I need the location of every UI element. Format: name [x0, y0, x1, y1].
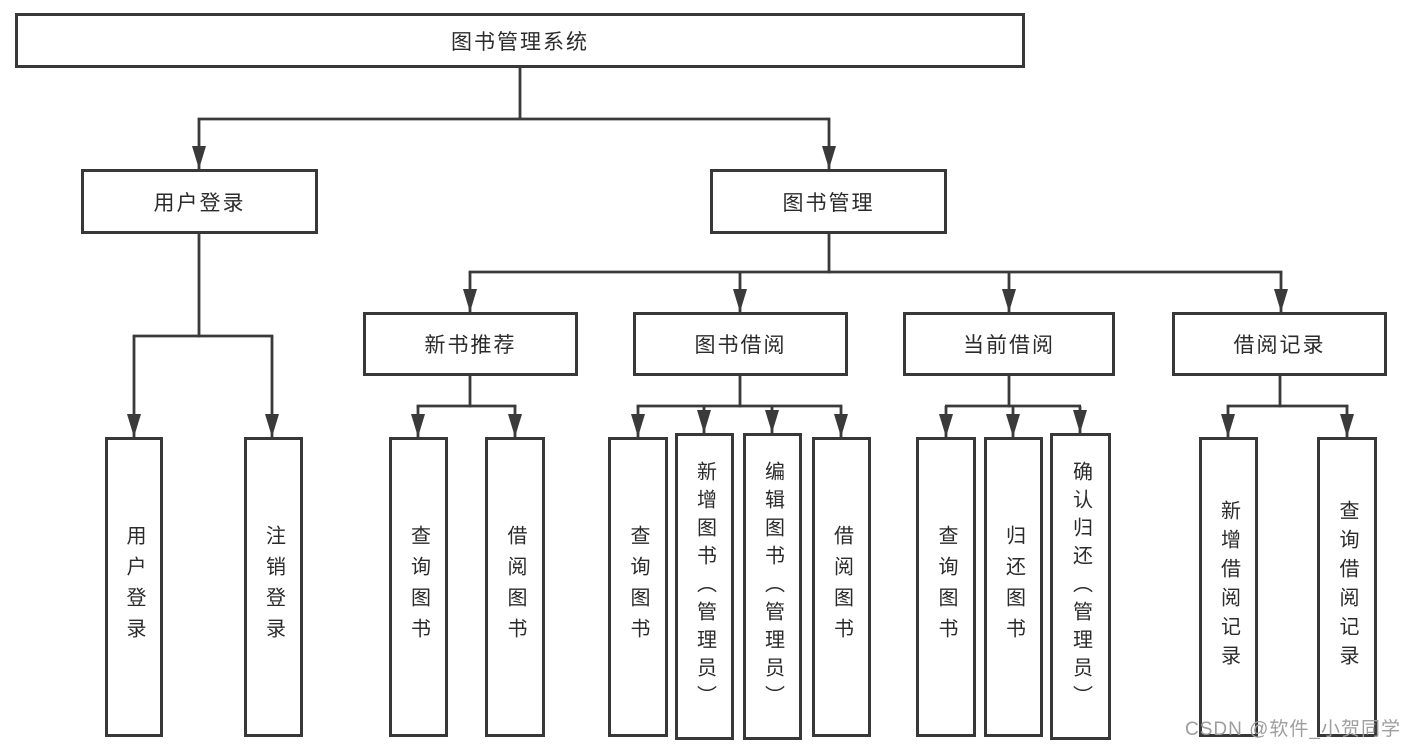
leaf-add-borrow-record-label: 新增借阅记录	[1217, 500, 1240, 674]
leaf-borrow-book-recommend: 借阅图书	[485, 437, 545, 737]
leaf-query-book-borrow: 查询图书	[608, 437, 668, 737]
connector-group	[127, 68, 1354, 437]
leaf-add-book-admin-label: 新增图书（管理员）	[693, 460, 716, 713]
node-new-book-recommend-label: 新书推荐	[424, 334, 517, 357]
leaf-user-login: 用户登录	[105, 437, 163, 737]
node-root-label: 图书管理系统	[451, 30, 589, 54]
node-book-management: 图书管理	[710, 169, 947, 234]
leaf-query-book-recommend: 查询图书	[389, 437, 448, 737]
leaf-query-book-current-label: 查询图书	[935, 525, 957, 649]
leaf-borrow-book-recommend-label: 借阅图书	[504, 525, 526, 649]
node-current-borrow: 当前借阅	[903, 312, 1115, 376]
leaf-confirm-return-admin: 确认归还（管理员）	[1050, 433, 1111, 740]
leaf-query-book-current: 查询图书	[916, 437, 976, 737]
leaf-add-book-admin: 新增图书（管理员）	[675, 433, 734, 740]
leaf-logout: 注销登录	[244, 437, 303, 737]
node-borrow-record-label: 借阅记录	[1233, 334, 1326, 357]
leaf-user-login-label: 用户登录	[123, 525, 145, 649]
leaf-borrow-book-label: 借阅图书	[830, 525, 853, 649]
node-book-borrow: 图书借阅	[633, 312, 848, 376]
node-borrow-record: 借阅记录	[1172, 312, 1387, 376]
node-book-management-label: 图书管理	[782, 191, 875, 215]
leaf-confirm-return-admin-label: 确认归还（管理员）	[1069, 460, 1092, 713]
leaf-query-borrow-record: 查询借阅记录	[1317, 437, 1377, 737]
node-user-login: 用户登录	[81, 169, 318, 234]
node-user-login-label: 用户登录	[153, 191, 246, 215]
leaf-add-borrow-record: 新增借阅记录	[1199, 437, 1258, 737]
node-new-book-recommend: 新书推荐	[363, 312, 578, 376]
node-book-borrow-label: 图书借阅	[694, 334, 787, 357]
leaf-return-book: 归还图书	[984, 437, 1043, 737]
node-current-borrow-label: 当前借阅	[963, 334, 1055, 357]
leaf-query-borrow-record-label: 查询借阅记录	[1336, 500, 1358, 674]
node-root: 图书管理系统	[15, 13, 1025, 68]
leaf-query-book-recommend-label: 查询图书	[407, 525, 430, 649]
watermark: CSDN @软件_小贺同学	[1185, 719, 1401, 740]
leaf-return-book-label: 归还图书	[1002, 525, 1025, 649]
leaf-edit-book-admin: 编辑图书（管理员）	[743, 433, 802, 740]
leaf-edit-book-admin-label: 编辑图书（管理员）	[761, 460, 784, 713]
leaf-logout-label: 注销登录	[262, 525, 285, 649]
leaf-borrow-book: 借阅图书	[812, 437, 871, 737]
leaf-query-book-borrow-label: 查询图书	[627, 525, 649, 649]
